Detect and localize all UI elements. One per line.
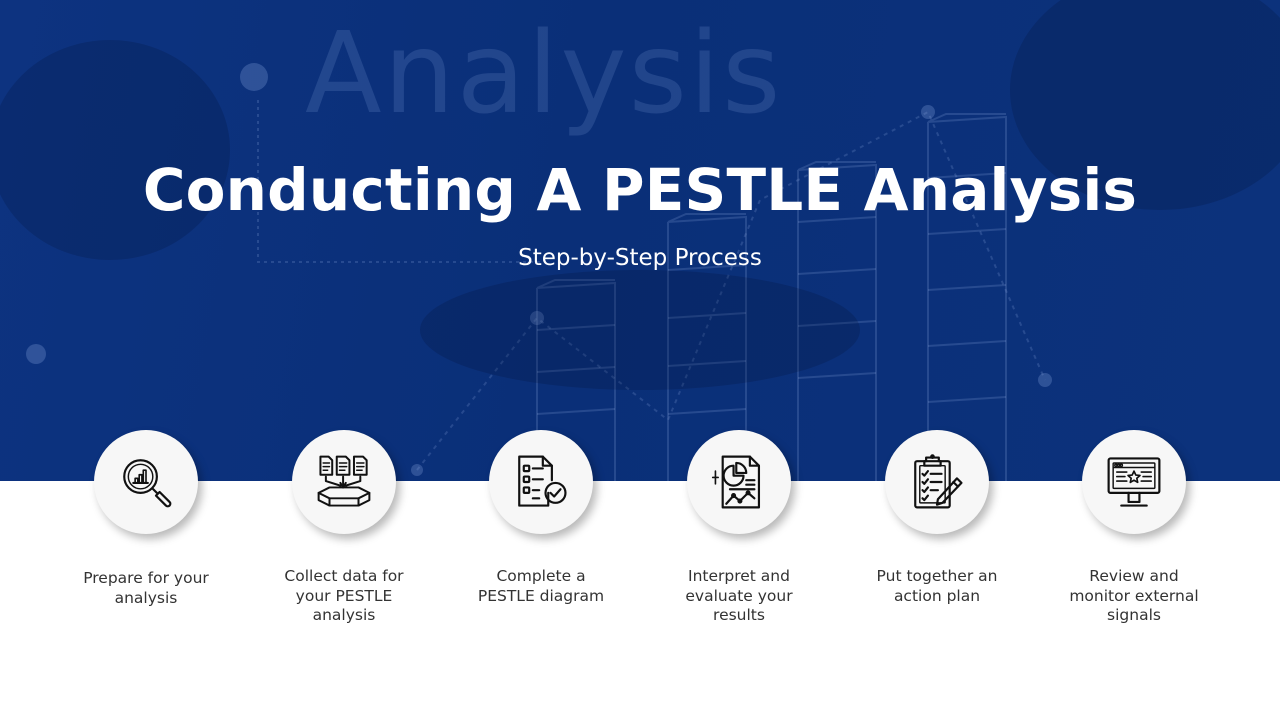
step-4-label-line-3: results [713,606,765,624]
magnifier-chart-icon [123,459,172,508]
step-2-label: Collect data for your PESTLE analysis [244,567,444,626]
step-1-label-line-1: Prepare for your [83,569,209,587]
step-6-label-line-2: monitor external [1069,586,1199,605]
step-6-label-line-1: Review and [1089,567,1179,585]
step-1-label: Prepare for your analysis [46,569,246,608]
step-5-label-line-1: Put together an [876,567,998,585]
step-2-label-line-1: Collect data for [284,567,404,585]
checklist-check-icon [518,455,567,507]
step-3-icon-button[interactable] [489,430,593,534]
step-1-label-line-2: analysis [114,588,178,607]
step-5-label: Put together an action plan [837,567,1037,606]
step-6-icon-button[interactable] [1082,430,1186,534]
step-2-label-line-2: your PESTLE [295,586,393,605]
report-chart-icon [711,455,761,509]
step-4-label-line-2: evaluate your [685,586,793,605]
step-6-label: Review and monitor external signals [1034,567,1234,626]
step-4-label: Interpret and evaluate your results [639,567,839,626]
step-5-icon-button[interactable] [885,430,989,534]
page-subtitle: Step-by-Step Process [518,245,762,271]
step-4-icon-button[interactable] [687,430,791,534]
step-5-label-line-2: action plan [893,586,981,605]
step-3-label-line-1: Complete a [496,567,586,585]
page-title: Conducting A PESTLE Analysis [142,156,1138,224]
documents-collect-icon [317,455,371,507]
step-3-label: Complete a PESTLE diagram [441,567,641,606]
step-2-icon-button[interactable] [292,430,396,534]
background-chart-decoration [0,0,1280,481]
clipboard-pencil-icon [914,454,963,509]
step-4-label-line-1: Interpret and [688,567,790,585]
step-2-label-line-3: analysis [312,606,376,624]
step-3-label-line-2: PESTLE diagram [477,586,605,605]
monitor-review-icon [1107,457,1161,507]
hero-banner: Analysis Conducting A PESTLE Analysis St… [0,0,1280,481]
step-1-icon-button[interactable] [94,430,198,534]
step-6-label-line-3: signals [1107,606,1161,624]
background-watermark-word: Analysis [305,9,783,139]
